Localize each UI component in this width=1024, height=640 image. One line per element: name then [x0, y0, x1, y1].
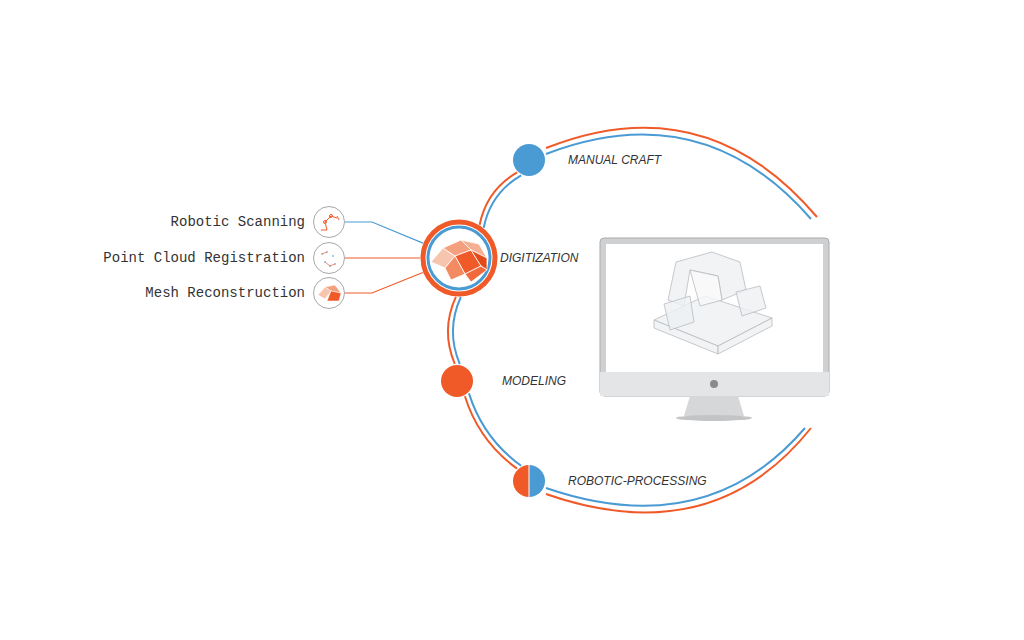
- step-icon: Robotic Scanning: [171, 206, 345, 238]
- circle-mark: [513, 465, 545, 497]
- circle-mark: [421, 220, 497, 296]
- connector: [465, 393, 521, 468]
- stage-label: MODELING: [502, 374, 566, 388]
- step-icon: Mesh Reconstruction: [145, 277, 345, 309]
- stage-circle: ROBOTIC-PROCESSING: [513, 465, 707, 497]
- connector: [480, 172, 522, 227]
- connector: [345, 258, 420, 259]
- circle-mark: [313, 206, 345, 238]
- stage-label: ROBOTIC-PROCESSING: [568, 474, 707, 488]
- stage-label: Robotic Scanning: [171, 214, 305, 230]
- stage-circle: MODELING: [441, 365, 566, 397]
- circle-mark: [513, 144, 545, 176]
- stage-label: DIGITIZATION: [500, 251, 578, 265]
- connector: [345, 273, 423, 293]
- circle-mark: [313, 277, 345, 309]
- monitor: [600, 238, 829, 421]
- stage-label: MANUAL CRAFT: [568, 153, 661, 167]
- circle-mark: [441, 365, 473, 397]
- stage-circle: MANUAL CRAFT: [513, 144, 661, 176]
- stage-circle: DIGITIZATION: [421, 220, 578, 296]
- step-icon: Point Cloud Registration: [103, 242, 345, 274]
- stage-label: Mesh Reconstruction: [145, 285, 305, 301]
- connector: [345, 222, 423, 243]
- connector: [448, 297, 461, 364]
- process-arc: [546, 428, 805, 506]
- stage-label: Point Cloud Registration: [103, 250, 305, 266]
- process-arc: [546, 428, 811, 512]
- process-arc: [546, 135, 811, 219]
- circle-mark: [313, 242, 345, 274]
